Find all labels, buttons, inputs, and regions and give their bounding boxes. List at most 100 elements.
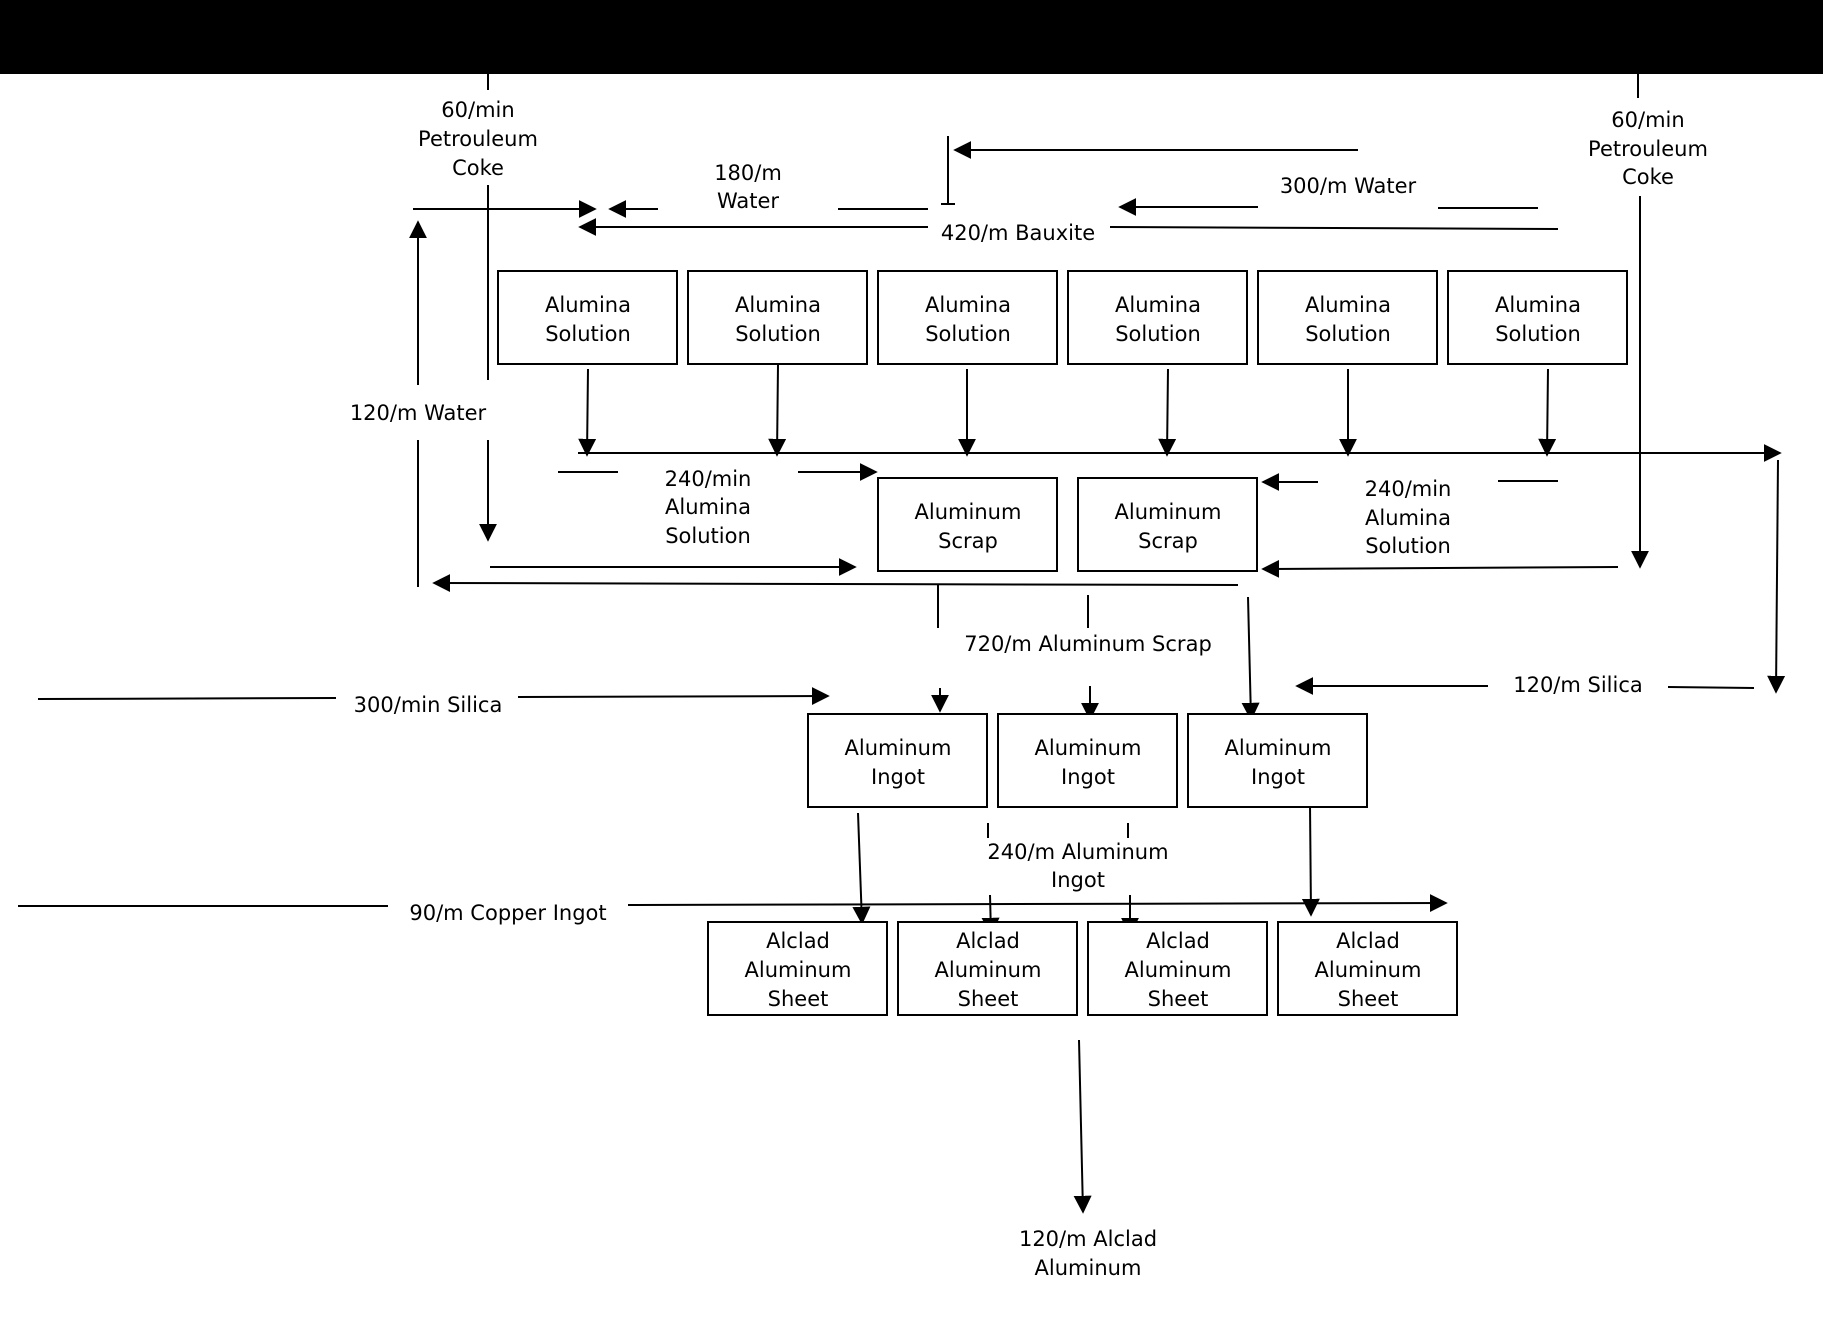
flow-label-line: 240/min: [1365, 477, 1452, 501]
aluminum-ingot-row: Aluminum Ingot Aluminum Ingot Aluminum I…: [807, 713, 1368, 808]
flow-label-line: 240/min: [665, 467, 752, 491]
scrap-return-arrow: [432, 574, 1239, 593]
flow-label-line: 120/m Alclad: [1019, 1227, 1157, 1251]
box-label-line-2: Aluminum: [1125, 958, 1232, 982]
label-bauxite-420: 420/m Bauxite: [941, 221, 1095, 245]
label-water-180: 180/m Water: [714, 161, 782, 213]
flow-lines: [18, 74, 1786, 1214]
scrap-720-arrow-right: [1241, 596, 1260, 721]
process-box-alclad-aluminum-sheet: Alclad Aluminum Sheet: [897, 921, 1078, 1016]
right-silica-drop: [1767, 459, 1786, 694]
output-arrow: [1073, 1039, 1092, 1214]
box-label-line-2: Solution: [1115, 322, 1201, 346]
box-label-line-2: Solution: [925, 322, 1011, 346]
process-box-aluminum-ingot: Aluminum Ingot: [1187, 713, 1368, 808]
box-label-line-2: Ingot: [871, 765, 925, 789]
box-label-line-1: Aluminum: [1115, 500, 1222, 524]
flow-label-line: Alumina: [665, 495, 751, 519]
label-copper-ingot-90: 90/m Copper Ingot: [409, 901, 606, 925]
process-box-alclad-aluminum-sheet: Alclad Aluminum Sheet: [707, 921, 888, 1016]
box-label-line-1: Alumina: [545, 293, 631, 317]
flow-label-line: Ingot: [1051, 868, 1105, 892]
flow-label-line: Aluminum: [1035, 1256, 1142, 1280]
label-silica-300: 300/min Silica: [354, 693, 503, 717]
box-label-line-3: Sheet: [1148, 987, 1209, 1011]
solution-2-arrow: [768, 364, 787, 457]
box-label-line-1: Alumina: [925, 293, 1011, 317]
box-label-line-2: Solution: [735, 322, 821, 346]
box-label-line-2: Ingot: [1251, 765, 1305, 789]
flow-label-line: Solution: [1365, 534, 1451, 558]
box-label-line-1: Alclad: [766, 929, 830, 953]
box-label-line-3: Sheet: [958, 987, 1019, 1011]
label-alumina-solution-right: 240/min Alumina Solution: [1365, 477, 1452, 558]
flow-label-line: 60/min: [1611, 108, 1684, 132]
box-label-line-2: Aluminum: [745, 958, 852, 982]
alumina-solution-row: Alumina Solution Alumina Solution Alumin…: [497, 270, 1628, 365]
process-box-aluminum-scrap: Aluminum Scrap: [877, 477, 1058, 572]
label-silica-120: 120/m Silica: [1513, 673, 1643, 697]
alclad-sheet-row: Alclad Aluminum Sheet Alclad Aluminum Sh…: [707, 921, 1458, 1016]
box-label-line-2: Scrap: [1138, 529, 1198, 553]
ingot-1-arrow: [852, 812, 871, 925]
coke-right-to-scrap-arrow: [1261, 559, 1619, 578]
process-box-aluminum-ingot: Aluminum Ingot: [807, 713, 988, 808]
label-water-300: 300/m Water: [1280, 174, 1417, 198]
box-label-line-1: Aluminum: [845, 736, 952, 760]
process-box-alumina-solution: Alumina Solution: [497, 270, 678, 365]
flow-label-line: 240/m Aluminum: [987, 840, 1168, 864]
silica-300-arrow: [517, 687, 830, 706]
box-label-line-1: Alumina: [1305, 293, 1391, 317]
box-label-line-2: Scrap: [938, 529, 998, 553]
label-aluminum-ingot-240: 240/m Aluminum Ingot: [987, 840, 1168, 892]
box-label-line-2: Solution: [1495, 322, 1581, 346]
box-label-line-2: Ingot: [1061, 765, 1115, 789]
box-label-line-3: Sheet: [768, 987, 829, 1011]
label-aluminum-scrap-720: 720/m Aluminum Scrap: [964, 632, 1212, 656]
process-box-alumina-solution: Alumina Solution: [877, 270, 1058, 365]
flow-labels: 60/min Petrouleum Coke 60/min Petrouleum…: [350, 98, 1708, 1280]
label-petroleum-coke-right: 60/min Petrouleum Coke: [1588, 108, 1708, 189]
flow-label-line: 180/m: [714, 161, 782, 185]
flow-label-line: Petrouleum: [1588, 137, 1708, 161]
box-label-line-1: Aluminum: [1225, 736, 1332, 760]
process-box-aluminum-ingot: Aluminum Ingot: [997, 713, 1178, 808]
process-box-alclad-aluminum-sheet: Alclad Aluminum Sheet: [1277, 921, 1458, 1016]
silica-120-line: [1667, 686, 1755, 689]
label-petroleum-coke-left: 60/min Petrouleum Coke: [418, 98, 538, 180]
process-box-alclad-aluminum-sheet: Alclad Aluminum Sheet: [1087, 921, 1268, 1016]
box-label-line-2: Aluminum: [1315, 958, 1422, 982]
box-label-line-2: Solution: [545, 322, 631, 346]
flow-label-line: Alumina: [1365, 506, 1451, 530]
flow-label-line: 60/min: [441, 98, 514, 122]
copper-90-arrow: [627, 894, 1448, 913]
box-label-line-1: Alumina: [1495, 293, 1581, 317]
process-box-alumina-solution: Alumina Solution: [687, 270, 868, 365]
box-label-line-1: Aluminum: [1035, 736, 1142, 760]
flow-label-line: Water: [717, 189, 779, 213]
bauxite-line: [1109, 226, 1559, 230]
process-box-aluminum-scrap: Aluminum Scrap: [1077, 477, 1258, 572]
box-label-line-1: Alclad: [1146, 929, 1210, 953]
process-box-alumina-solution: Alumina Solution: [1067, 270, 1248, 365]
box-label-line-3: Sheet: [1338, 987, 1399, 1011]
box-label-line-1: Alclad: [956, 929, 1020, 953]
flow-label-line: Coke: [1622, 165, 1674, 189]
box-label-line-2: Aluminum: [935, 958, 1042, 982]
flow-label-line: Coke: [452, 156, 504, 180]
box-label-line-1: Alumina: [1115, 293, 1201, 317]
solution-4-arrow: [1158, 368, 1177, 457]
aluminum-scrap-row: Aluminum Scrap Aluminum Scrap: [877, 477, 1258, 572]
flow-label-line: Petrouleum: [418, 127, 538, 151]
flow-label-line: Solution: [665, 524, 751, 548]
box-label-line-1: Alumina: [735, 293, 821, 317]
label-alumina-solution-left: 240/min Alumina Solution: [665, 467, 752, 548]
solution-6-arrow: [1538, 368, 1557, 457]
box-label-line-1: Alclad: [1336, 929, 1400, 953]
box-label-line-1: Aluminum: [915, 500, 1022, 524]
label-alclad-aluminum-output: 120/m Alclad Aluminum: [1019, 1227, 1157, 1280]
process-box-alumina-solution: Alumina Solution: [1257, 270, 1438, 365]
box-label-line-2: Solution: [1305, 322, 1391, 346]
header-bar: [0, 0, 1823, 74]
